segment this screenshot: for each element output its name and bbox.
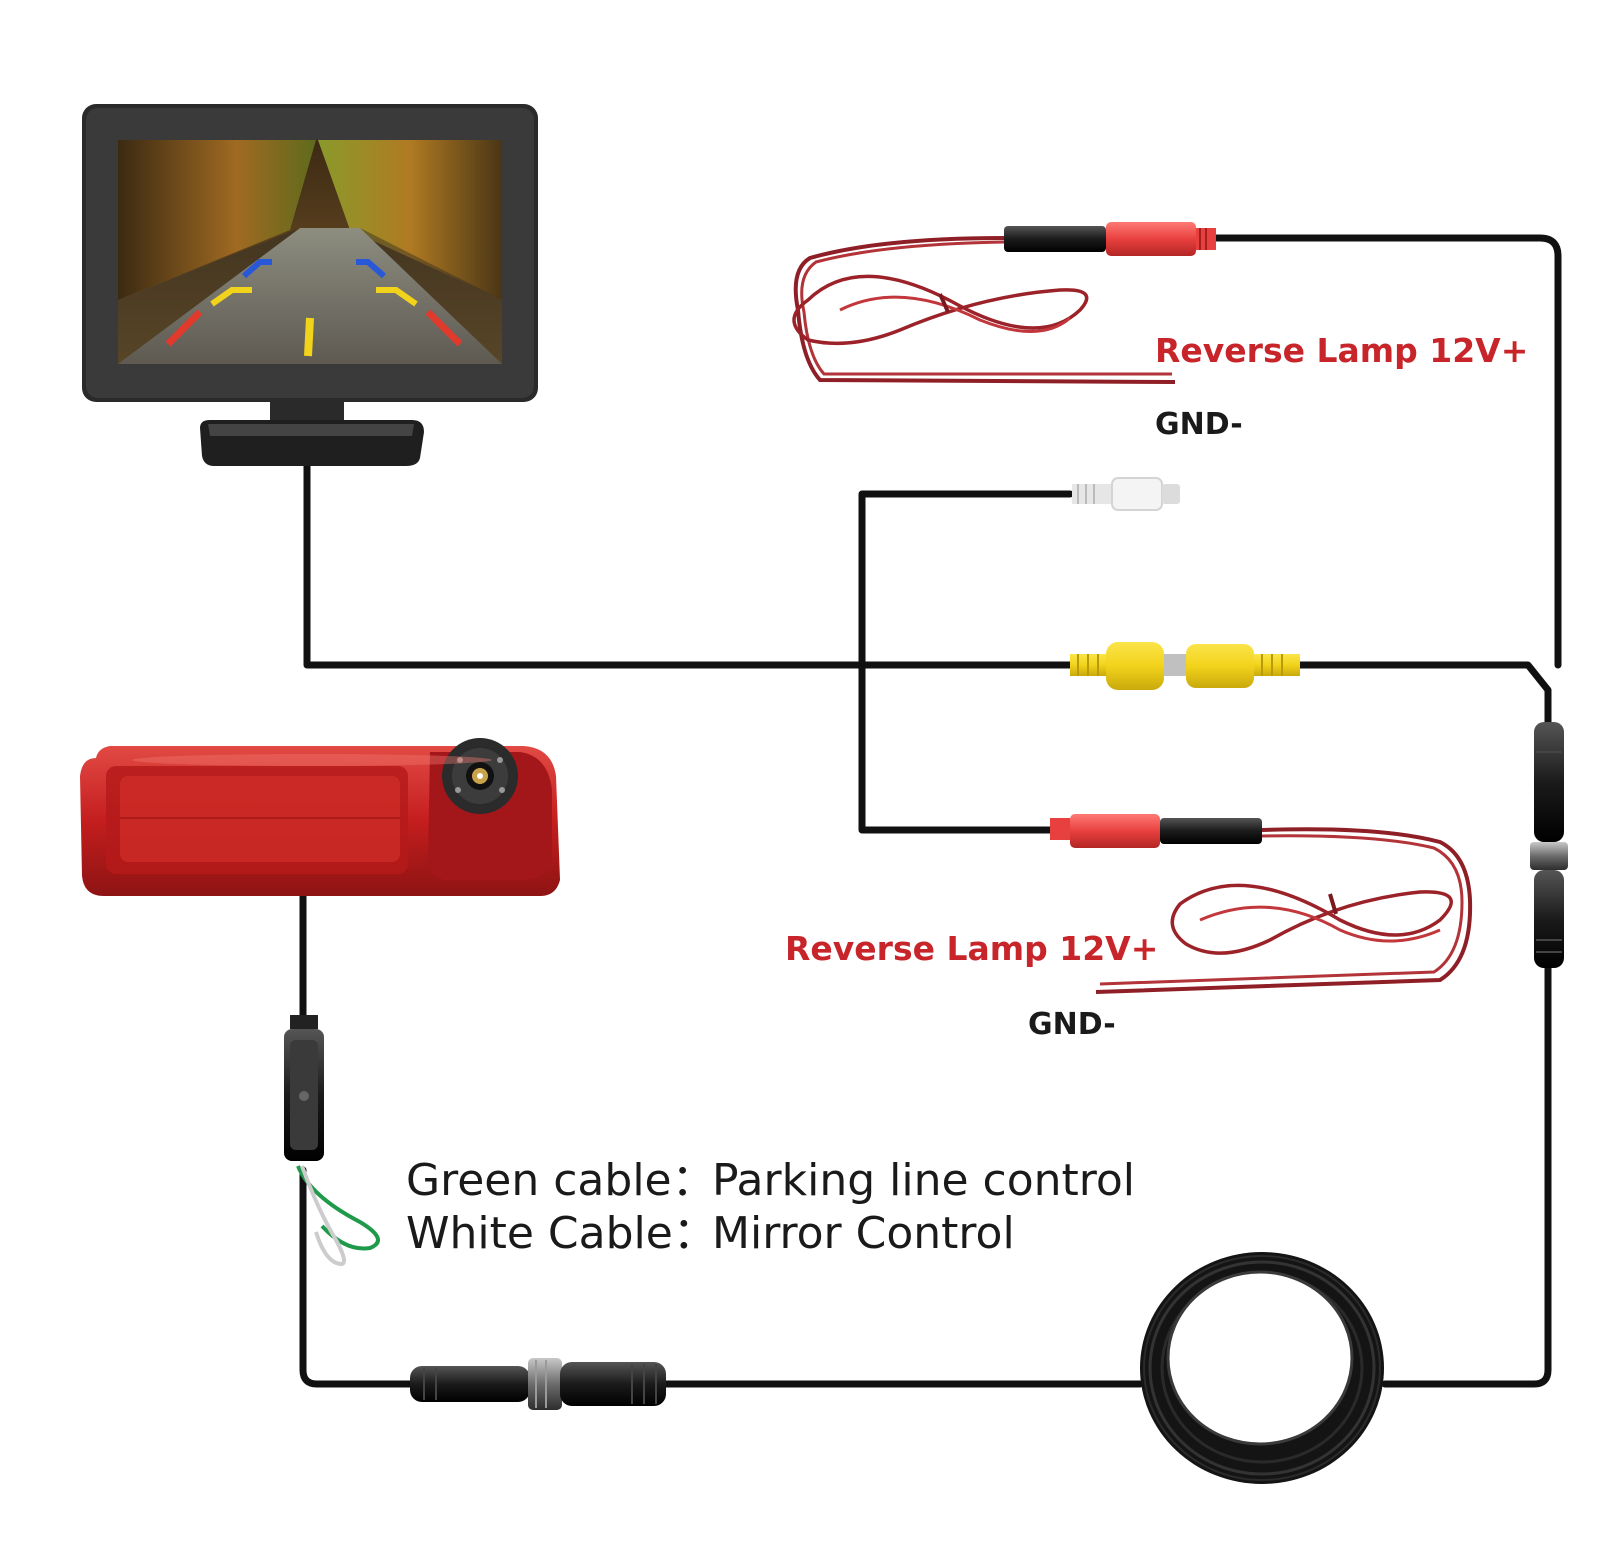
aviation-connector-icon [1530,722,1568,968]
power-harness-top [792,236,1176,384]
bottom-lamp-label: Reverse Lamp 12V+ [785,929,1158,968]
power-plug-icon-bottom [1050,814,1262,848]
control-module-icon [284,1015,380,1267]
top-gnd-label: GND- [1155,407,1243,442]
green-cable-label: Green cable： [406,1155,716,1206]
bottom-gnd-label: GND- [1028,1007,1116,1042]
white-cable-label: White Cable： [406,1208,717,1259]
black-wires [299,234,1562,1388]
top-lamp-label: Reverse Lamp 12V+ [1155,331,1528,370]
rca-connector-icon [1072,477,1180,511]
brake-light-camera-icon [80,738,560,896]
cable-coil-icon [1140,1252,1384,1484]
white-cable-desc: Mirror Control [712,1208,1015,1259]
aviation-connector-icon-bottom [410,1358,666,1410]
power-plug-icon [1004,222,1216,256]
power-harness-bottom [1095,827,1473,994]
monitor-icon [82,104,538,466]
video-rca-pair [1070,642,1300,690]
green-cable-desc: Parking line control [712,1155,1135,1206]
